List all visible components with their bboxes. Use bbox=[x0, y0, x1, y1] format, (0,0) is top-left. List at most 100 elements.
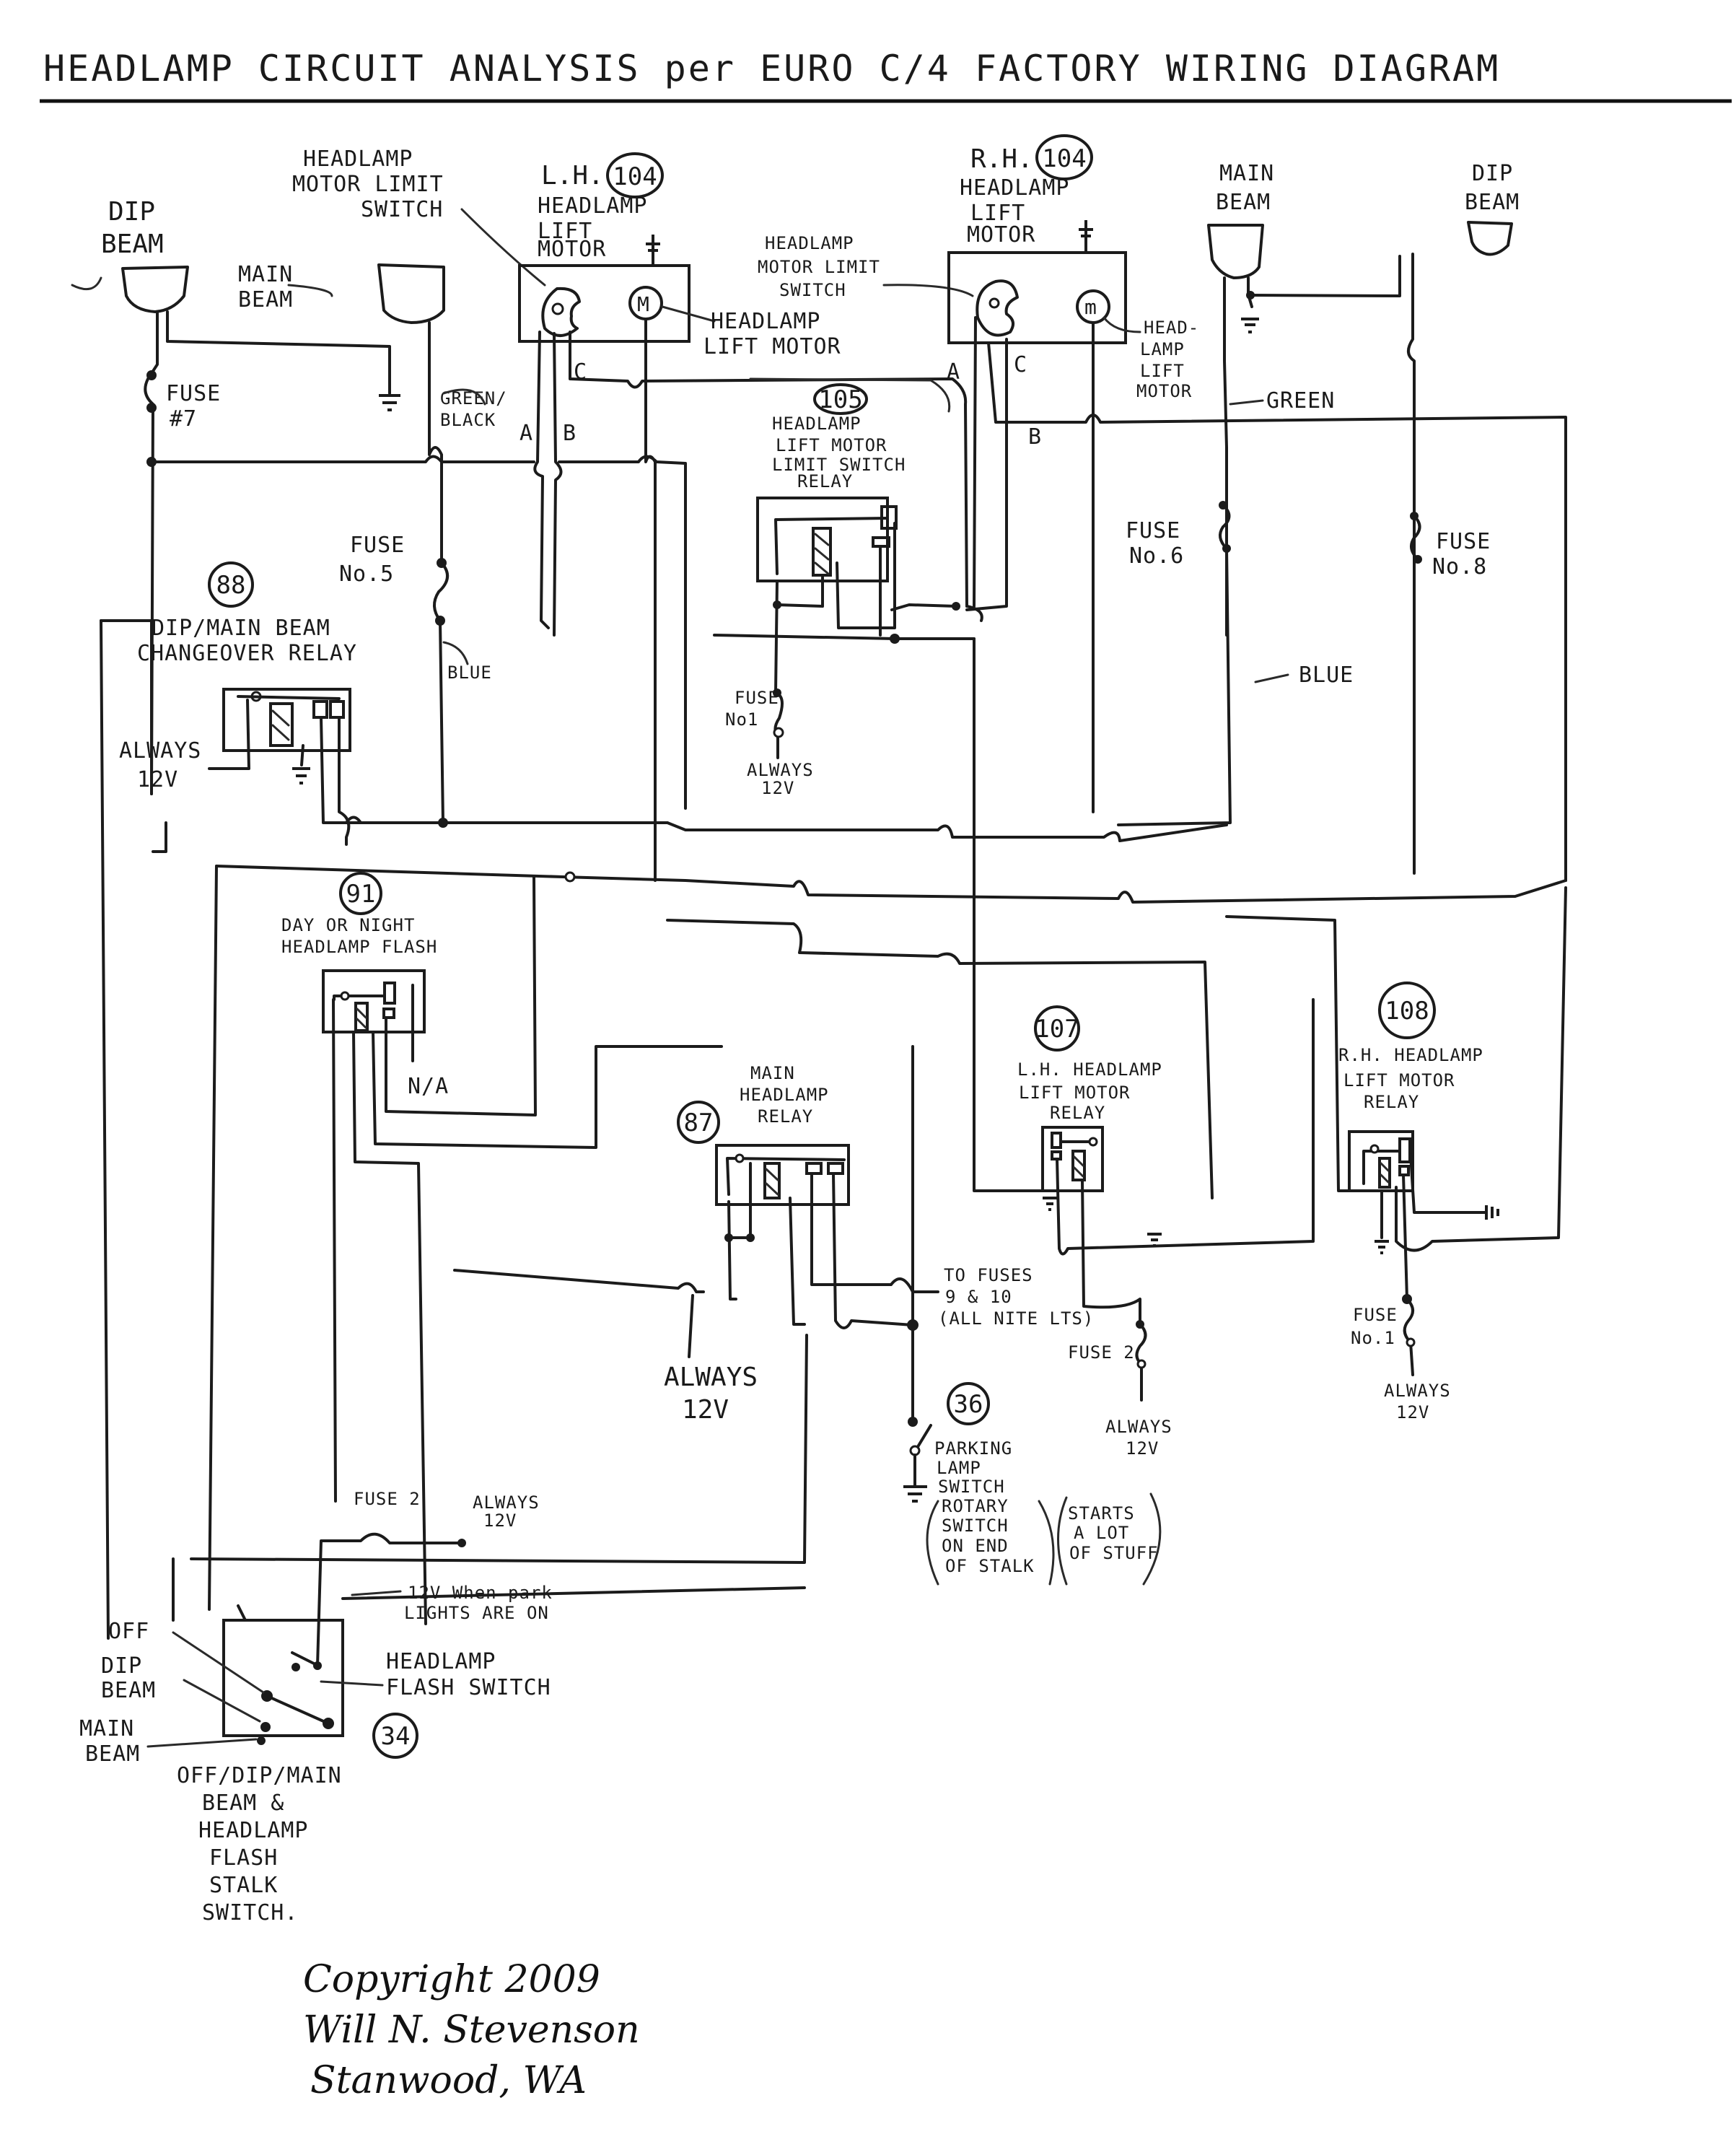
wire-segment bbox=[727, 1162, 752, 1300]
switch-pos-main-2: BEAM bbox=[85, 1741, 140, 1767]
limit-switch-label-2: MOTOR LIMIT bbox=[758, 257, 880, 277]
flash-contact-icon bbox=[291, 1663, 300, 1671]
switch-label-2: LAMP bbox=[937, 1458, 981, 1478]
motor-label-2: LIFT bbox=[538, 219, 592, 244]
copyright-line: Copyright 2009 bbox=[303, 1958, 600, 2001]
wire-color-label: BLACK bbox=[440, 410, 496, 430]
ground-icon bbox=[903, 1485, 927, 1503]
switch-aside-2: A LOT bbox=[1074, 1523, 1129, 1543]
wire-left-feed bbox=[100, 619, 153, 795]
ground-icon bbox=[292, 767, 310, 784]
rh-side-label: R.H. bbox=[970, 144, 1033, 174]
wire-park-lights bbox=[341, 1586, 806, 1600]
relay-87-main-headlamp: 87 MAIN HEADLAMP RELAY bbox=[677, 1063, 850, 1206]
wire-blue-right bbox=[1117, 547, 1232, 826]
terminal-c-label: C bbox=[1014, 352, 1027, 377]
relay-coil-icon bbox=[812, 527, 832, 577]
terminal-dot bbox=[564, 871, 576, 883]
junction-dot bbox=[1219, 501, 1227, 510]
supply-label-2: 12V bbox=[1126, 1438, 1159, 1459]
switch-wiper-icon bbox=[266, 1695, 330, 1725]
motor-symbol: m bbox=[1084, 295, 1097, 319]
leader-line bbox=[1102, 316, 1141, 333]
wire-to-stalk bbox=[190, 1334, 808, 1564]
relay-coil-icon bbox=[354, 1002, 369, 1032]
rh-headlamp-lift-motor: R.H. 104 HEADLAMP LIFT MOTOR HEADLAMP MO… bbox=[758, 134, 1198, 450]
stalk-caption: STALK bbox=[209, 1873, 278, 1898]
relay-contact-icon bbox=[329, 700, 345, 719]
wire-segment bbox=[1409, 1153, 1488, 1214]
supply-label: ALWAYS bbox=[1384, 1381, 1451, 1401]
lamp-icon bbox=[121, 266, 189, 313]
stalk-caption: OFF/DIP/MAIN bbox=[177, 1763, 342, 1788]
ground-icon bbox=[1375, 1240, 1389, 1254]
switch-aside: STARTS bbox=[1068, 1503, 1135, 1524]
terminal-b-label: B bbox=[563, 421, 577, 446]
fuse7-label-2: #7 bbox=[170, 406, 197, 432]
wire-main-right-green bbox=[1223, 276, 1228, 637]
switch-aside-3: OF STUFF bbox=[1069, 1543, 1159, 1563]
switch-label-3: SWITCH bbox=[938, 1477, 1005, 1497]
leader-line bbox=[183, 1679, 261, 1723]
junction-dot bbox=[146, 403, 157, 413]
wire-relay107-out bbox=[1056, 998, 1315, 1256]
wire-segment bbox=[172, 1557, 247, 1622]
junction-dot bbox=[1413, 555, 1422, 564]
wire-color-label: BLUE bbox=[447, 663, 492, 683]
supply-label: ALWAYS bbox=[1105, 1417, 1172, 1437]
switch-note-4: OF STALK bbox=[945, 1556, 1035, 1576]
coil-winding-icon bbox=[1380, 1162, 1390, 1184]
wire-fuse2-bottom bbox=[316, 1532, 463, 1667]
relay-108-rh-lift: 108 R.H. HEADLAMP LIFT MOTOR RELAY bbox=[1338, 982, 1483, 1192]
ground-icon bbox=[379, 394, 400, 411]
wire-to-fuses-9-10 bbox=[810, 1172, 939, 1293]
wire-lh-motor bbox=[644, 318, 657, 882]
leader-line bbox=[661, 305, 716, 323]
limit-switch-label: HEADLAMP bbox=[303, 147, 413, 172]
coil-winding-icon bbox=[356, 1007, 367, 1029]
paren-icon bbox=[1142, 1492, 1162, 1586]
badge-number: 105 bbox=[818, 385, 862, 414]
badge-number: 36 bbox=[954, 1390, 983, 1419]
park-note-2: LIGHTS ARE ON bbox=[404, 1603, 549, 1623]
terminal-dot bbox=[735, 1153, 745, 1163]
leader-arrow-icon bbox=[1229, 399, 1264, 406]
parking-lamp-switch-36: 36 PARKING LAMP SWITCH ROTARY SWITCH ON … bbox=[903, 1382, 1162, 1586]
fuse6-label: FUSE bbox=[1126, 518, 1180, 543]
leader-arrow-icon bbox=[442, 641, 469, 665]
wire-rh-a bbox=[973, 316, 977, 608]
switch-pos-off: OFF bbox=[108, 1619, 149, 1644]
wire-left-trunk-2 bbox=[208, 865, 218, 1611]
wire-segment bbox=[152, 821, 167, 853]
wire-color-label: BLUE bbox=[1299, 663, 1354, 688]
ground-icon bbox=[1485, 1205, 1499, 1220]
main-beam-right-label-2: BEAM bbox=[1216, 190, 1271, 215]
supply-label-2: 12V bbox=[761, 778, 794, 798]
flash-switch-label-2: FLASH SWITCH bbox=[386, 1675, 551, 1700]
ground-icon bbox=[1043, 1197, 1057, 1211]
stalk-switch-34: 34 bbox=[222, 1619, 418, 1759]
dip-beam-left-label: DIP bbox=[108, 197, 155, 227]
relay-contact-icon bbox=[312, 700, 328, 719]
relay-105-limit-switch: 105 HEADLAMP LIFT MOTOR LIMIT SWITCH REL… bbox=[749, 377, 951, 582]
relay-contact-icon bbox=[872, 536, 890, 548]
leader-arrow-icon bbox=[351, 1590, 402, 1596]
wire-rh-b bbox=[987, 341, 1567, 882]
switch-pos-main: MAIN bbox=[79, 1716, 134, 1741]
relay-label-2: HEADLAMP bbox=[740, 1085, 829, 1105]
fuse8-label: FUSE bbox=[1436, 529, 1491, 554]
relay-contact-icon bbox=[805, 1162, 823, 1175]
wire-relay88-out bbox=[320, 716, 669, 824]
dip-beam-right-lamp: DIP BEAM bbox=[1465, 161, 1519, 256]
terminal-a-label: A bbox=[520, 421, 533, 446]
badge-number: 107 bbox=[1035, 1015, 1079, 1044]
wire-lh-c bbox=[569, 331, 968, 608]
flash-switch-lever-icon bbox=[291, 1651, 315, 1665]
junction-dot bbox=[908, 1417, 918, 1427]
switch-note-3: ON END bbox=[942, 1536, 1009, 1556]
badge-number: 88 bbox=[216, 571, 246, 600]
relay-housing bbox=[322, 969, 426, 1033]
wire-segment bbox=[776, 576, 824, 608]
relay-contact-icon bbox=[880, 505, 898, 530]
wire-segment bbox=[789, 1197, 806, 1326]
